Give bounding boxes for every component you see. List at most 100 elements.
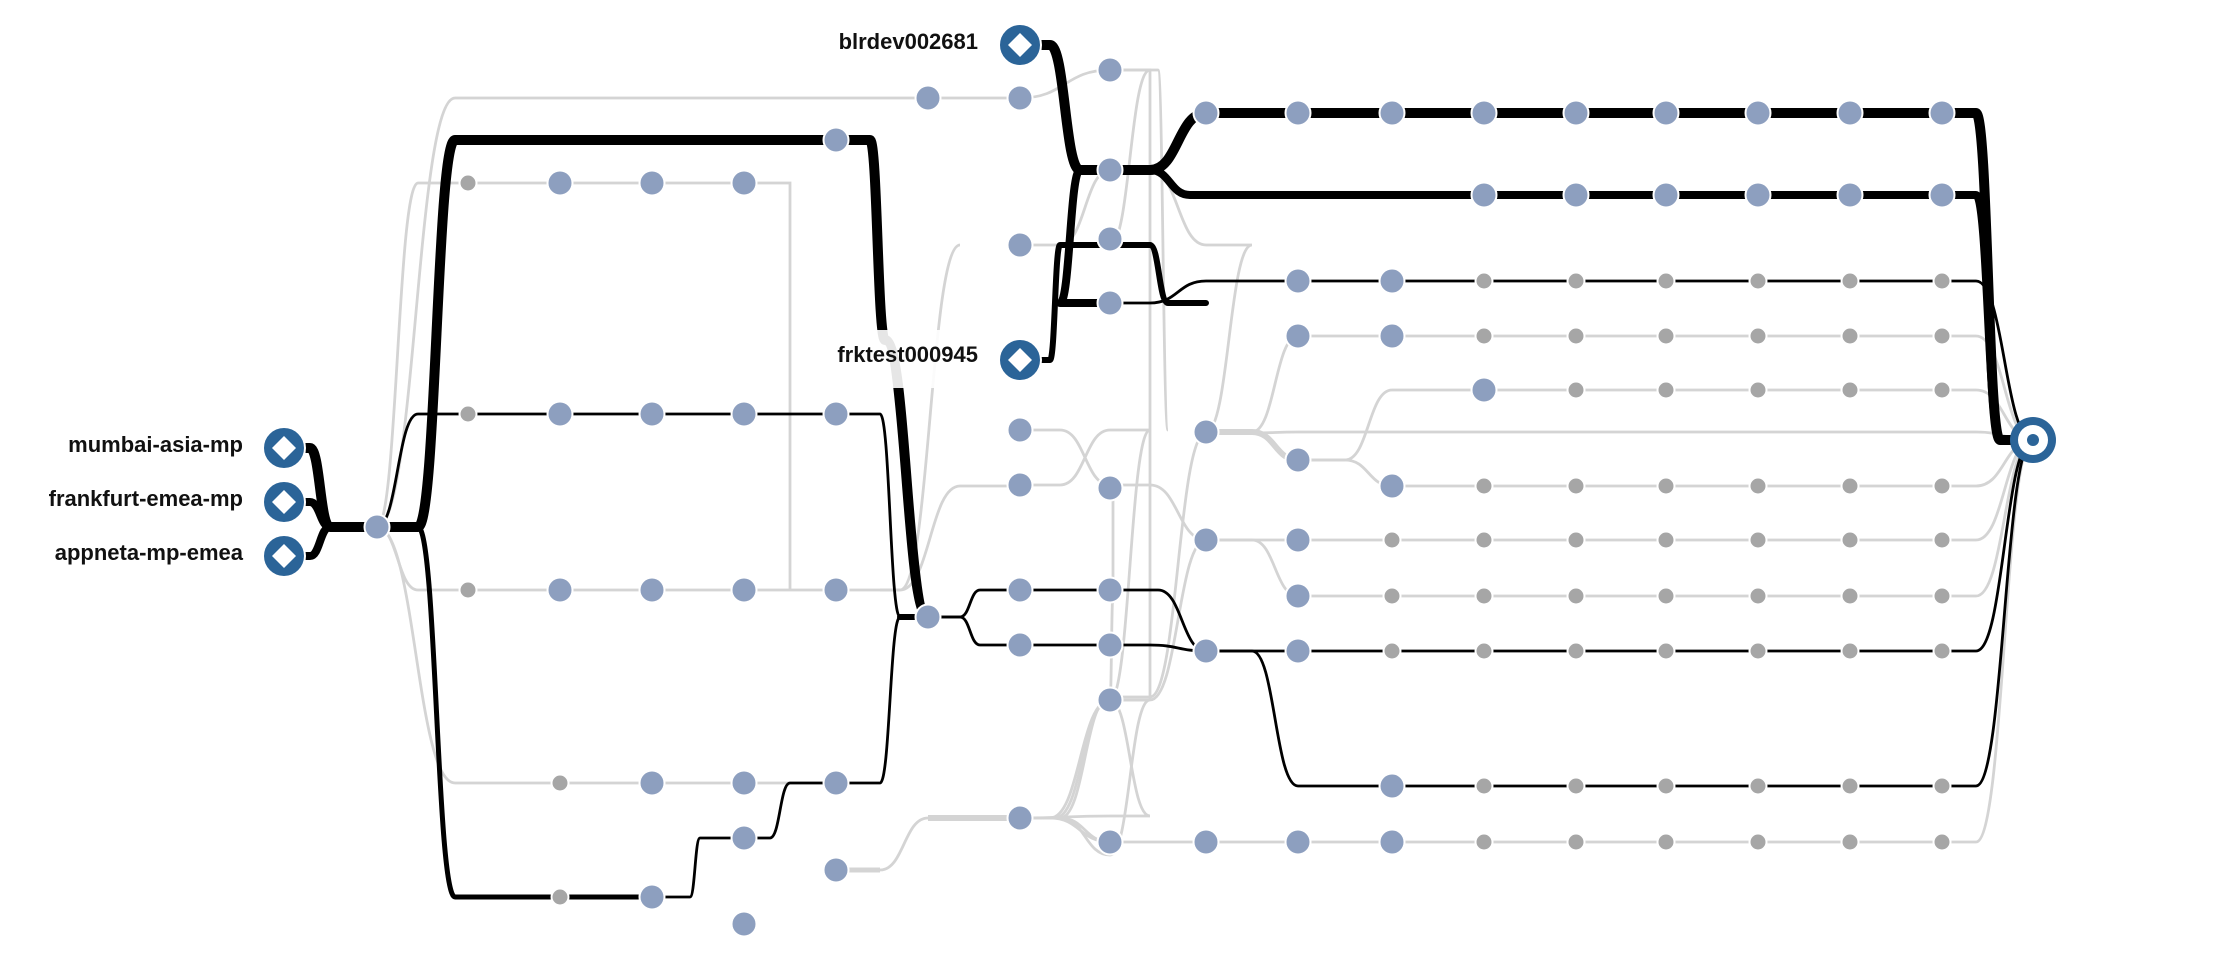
hop-node[interactable]: [1744, 99, 1772, 127]
hop-node[interactable]: [1006, 631, 1034, 659]
hop-node-unresponsive[interactable]: [1566, 776, 1586, 796]
source-node-frktest[interactable]: frktest000945: [837, 338, 1042, 382]
hop-node-unresponsive[interactable]: [1656, 641, 1676, 661]
hop-node[interactable]: [1928, 181, 1956, 209]
hop-node-unresponsive[interactable]: [1748, 476, 1768, 496]
hop-node[interactable]: [1928, 99, 1956, 127]
hop-node-unresponsive[interactable]: [1474, 326, 1494, 346]
hop-node-unresponsive[interactable]: [1748, 641, 1768, 661]
hop-node-unresponsive[interactable]: [1656, 586, 1676, 606]
hop-node[interactable]: [1470, 181, 1498, 209]
hop-node[interactable]: [1378, 99, 1406, 127]
hop-node-unresponsive[interactable]: [458, 580, 478, 600]
hop-node-unresponsive[interactable]: [1932, 476, 1952, 496]
hop-node-unresponsive[interactable]: [1748, 776, 1768, 796]
hop-node-unresponsive[interactable]: [1840, 530, 1860, 550]
hop-node[interactable]: [1562, 99, 1590, 127]
hop-node-unresponsive[interactable]: [1932, 380, 1952, 400]
hop-node-unresponsive[interactable]: [1656, 530, 1676, 550]
hop-node[interactable]: [1006, 804, 1034, 832]
hop-node[interactable]: [1836, 99, 1864, 127]
hop-node-unresponsive[interactable]: [1840, 380, 1860, 400]
hop-node[interactable]: [730, 824, 758, 852]
hop-node[interactable]: [546, 169, 574, 197]
hop-node[interactable]: [638, 576, 666, 604]
hop-node[interactable]: [1096, 686, 1124, 714]
hop-node-unresponsive[interactable]: [1474, 271, 1494, 291]
hop-node[interactable]: [1836, 181, 1864, 209]
source-node-appneta[interactable]: appneta-mp-emea: [55, 534, 306, 578]
source-node-mumbai[interactable]: mumbai-asia-mp: [68, 426, 306, 470]
hop-node[interactable]: [1096, 56, 1124, 84]
source-node-frankfurt[interactable]: frankfurt-emea-mp: [49, 480, 306, 524]
hop-node-unresponsive[interactable]: [1932, 776, 1952, 796]
hop-node[interactable]: [1006, 231, 1034, 259]
hop-node[interactable]: [1284, 99, 1312, 127]
hop-node[interactable]: [822, 126, 850, 154]
hop-node[interactable]: [1192, 418, 1220, 446]
hop-node[interactable]: [638, 169, 666, 197]
hop-node-unresponsive[interactable]: [1840, 326, 1860, 346]
hop-node[interactable]: [1006, 471, 1034, 499]
hop-node-unresponsive[interactable]: [1840, 476, 1860, 496]
hop-node-unresponsive[interactable]: [1748, 832, 1768, 852]
hop-node-unresponsive[interactable]: [1566, 326, 1586, 346]
hop-node-unresponsive[interactable]: [1748, 271, 1768, 291]
hop-node[interactable]: [1470, 376, 1498, 404]
hop-node[interactable]: [914, 84, 942, 112]
hop-node-unresponsive[interactable]: [1656, 832, 1676, 852]
hop-node-unresponsive[interactable]: [1566, 586, 1586, 606]
hop-node-unresponsive[interactable]: [1932, 530, 1952, 550]
hop-node[interactable]: [822, 400, 850, 428]
hop-node-unresponsive[interactable]: [1474, 530, 1494, 550]
hop-node-unresponsive[interactable]: [1382, 641, 1402, 661]
hop-node[interactable]: [638, 400, 666, 428]
hop-node[interactable]: [1284, 322, 1312, 350]
hop-node-unresponsive[interactable]: [1840, 776, 1860, 796]
hop-node-unresponsive[interactable]: [458, 173, 478, 193]
hop-node-unresponsive[interactable]: [1474, 776, 1494, 796]
hop-node[interactable]: [638, 769, 666, 797]
hop-node[interactable]: [730, 169, 758, 197]
hop-node-unresponsive[interactable]: [1932, 586, 1952, 606]
hop-node-unresponsive[interactable]: [458, 404, 478, 424]
hop-node-unresponsive[interactable]: [1656, 326, 1676, 346]
hop-node-unresponsive[interactable]: [1840, 832, 1860, 852]
hop-node-unresponsive[interactable]: [1748, 380, 1768, 400]
hop-node-unresponsive[interactable]: [1382, 586, 1402, 606]
hop-node-unresponsive[interactable]: [1932, 832, 1952, 852]
hop-node[interactable]: [1096, 631, 1124, 659]
hop-node-unresponsive[interactable]: [1840, 586, 1860, 606]
hop-node[interactable]: [1284, 637, 1312, 665]
hop-node[interactable]: [1284, 828, 1312, 856]
hop-node[interactable]: [1284, 526, 1312, 554]
hop-node-unresponsive[interactable]: [1840, 271, 1860, 291]
hop-node[interactable]: [1284, 446, 1312, 474]
hop-node[interactable]: [1378, 267, 1406, 295]
hop-node[interactable]: [1284, 267, 1312, 295]
hop-node[interactable]: [1192, 526, 1220, 554]
hop-node[interactable]: [1284, 582, 1312, 610]
hop-node[interactable]: [1378, 772, 1406, 800]
hop-node[interactable]: [822, 576, 850, 604]
hop-node[interactable]: [638, 883, 666, 911]
hop-node[interactable]: [1744, 181, 1772, 209]
hop-node[interactable]: [1096, 576, 1124, 604]
hop-node-unresponsive[interactable]: [1566, 476, 1586, 496]
hop-node-unresponsive[interactable]: [1566, 641, 1586, 661]
hop-node-unresponsive[interactable]: [1656, 380, 1676, 400]
hop-node-unresponsive[interactable]: [1474, 586, 1494, 606]
hop-node-unresponsive[interactable]: [1566, 530, 1586, 550]
hop-node[interactable]: [1378, 828, 1406, 856]
hop-node-unresponsive[interactable]: [1656, 776, 1676, 796]
hop-node[interactable]: [730, 910, 758, 938]
hop-node[interactable]: [1652, 99, 1680, 127]
hop-node[interactable]: [546, 400, 574, 428]
hop-node-unresponsive[interactable]: [1932, 271, 1952, 291]
hop-node[interactable]: [730, 400, 758, 428]
hop-node-unresponsive[interactable]: [1474, 641, 1494, 661]
hop-node-unresponsive[interactable]: [1474, 832, 1494, 852]
hop-node[interactable]: [1096, 225, 1124, 253]
hop-node[interactable]: [1192, 99, 1220, 127]
target-node[interactable]: [2010, 417, 2056, 463]
